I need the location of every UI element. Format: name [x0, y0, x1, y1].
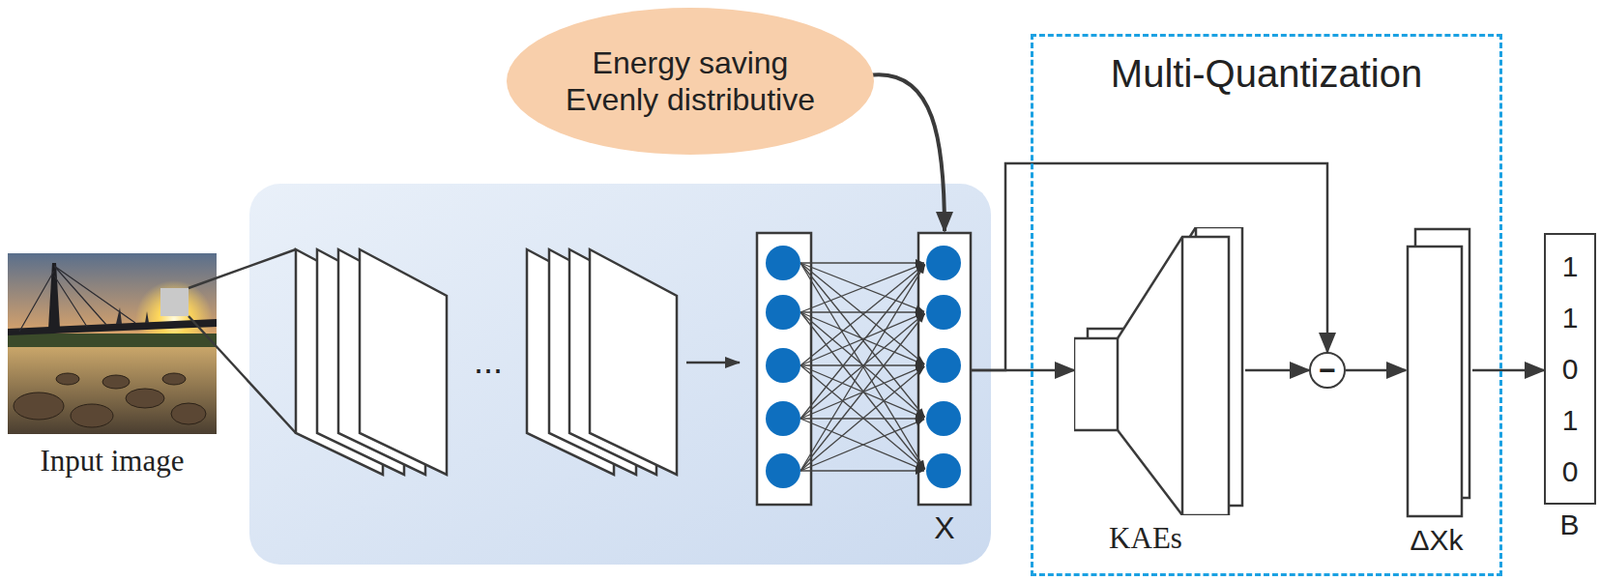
- link-head: [916, 264, 925, 275]
- fc-link: [800, 263, 926, 419]
- conv-stacks: [295, 249, 677, 475]
- fc-link: [800, 366, 925, 471]
- autoencoder-edge: [1117, 236, 1183, 516]
- layer-column: [756, 232, 812, 505]
- fc-link: [800, 262, 926, 418]
- node-text: KAEs: [1068, 521, 1223, 556]
- fc-link: [800, 311, 925, 313]
- input-photo: [7, 253, 217, 435]
- neuron: [765, 245, 801, 281]
- ellipsis: ...: [459, 340, 518, 382]
- feature-band: [249, 183, 991, 565]
- node-caption: B: [1492, 508, 1600, 543]
- quantization-group: Multi-QuantizationKAEs − ΔXk: [1030, 33, 1503, 577]
- residual-map: [1407, 246, 1462, 517]
- fc-link: [800, 261, 925, 263]
- fc-link: [800, 365, 925, 470]
- neuron: [765, 453, 801, 489]
- fc-link: [800, 264, 926, 471]
- fc-link: [800, 312, 925, 418]
- autoencoder: [1074, 236, 1229, 516]
- node-text: −: [1318, 355, 1337, 385]
- neuron: [765, 294, 801, 330]
- link-head: [916, 313, 926, 322]
- residual-stack: ΔXk: [1405, 227, 1473, 519]
- neuron: [926, 401, 961, 437]
- feature-vector: X: [918, 232, 971, 505]
- link-head: [915, 466, 925, 475]
- neuron: [926, 453, 961, 489]
- image-caption: Input image: [0, 442, 229, 479]
- fc-link: [800, 313, 926, 471]
- fc-link: [800, 469, 925, 471]
- connector-arrow: [868, 74, 945, 232]
- neuron: [765, 348, 801, 383]
- autoencoder-stack: KAEs: [1074, 227, 1246, 516]
- binary-code: 1 1 0 1 0B: [1543, 232, 1597, 505]
- note-ellipse: Energy saving Evenly distributive: [506, 7, 874, 155]
- node-text: Multi-Quantization: [1033, 50, 1500, 97]
- layer-column: [918, 232, 971, 505]
- feature-map: [359, 249, 447, 475]
- node-text: ΔXk: [1359, 523, 1514, 558]
- neuron: [926, 245, 961, 281]
- neuron: [926, 348, 961, 383]
- connector-arrow: [1345, 369, 1406, 373]
- feature-map: [589, 249, 677, 475]
- neurons: [765, 245, 961, 489]
- autoencoder-shape: [1074, 227, 1246, 516]
- fc-link: [800, 313, 925, 419]
- fc-link: [800, 418, 925, 470]
- fc-link: [800, 419, 925, 471]
- fc-link: [800, 262, 925, 365]
- fc-link: [800, 312, 926, 470]
- residual-shape: [1405, 227, 1473, 519]
- fc-link: [800, 263, 925, 366]
- node-text: X: [867, 510, 1022, 547]
- connector-arrow: [1472, 369, 1544, 373]
- fc-links: [800, 259, 926, 475]
- patch-lines: [188, 249, 296, 434]
- fc-link: [800, 313, 925, 366]
- neuron: [926, 294, 961, 330]
- flow-arrow: [686, 361, 740, 365]
- node-text: 1 1 0 1 0: [1559, 240, 1581, 497]
- connector-arrow: [1245, 369, 1310, 373]
- subtract-circle: −: [1309, 351, 1346, 389]
- neuron: [765, 401, 801, 437]
- node-text: Energy saving Evenly distributive: [550, 44, 831, 119]
- link-head: [914, 418, 925, 427]
- link-head: [915, 366, 926, 376]
- fc-link: [800, 262, 926, 469]
